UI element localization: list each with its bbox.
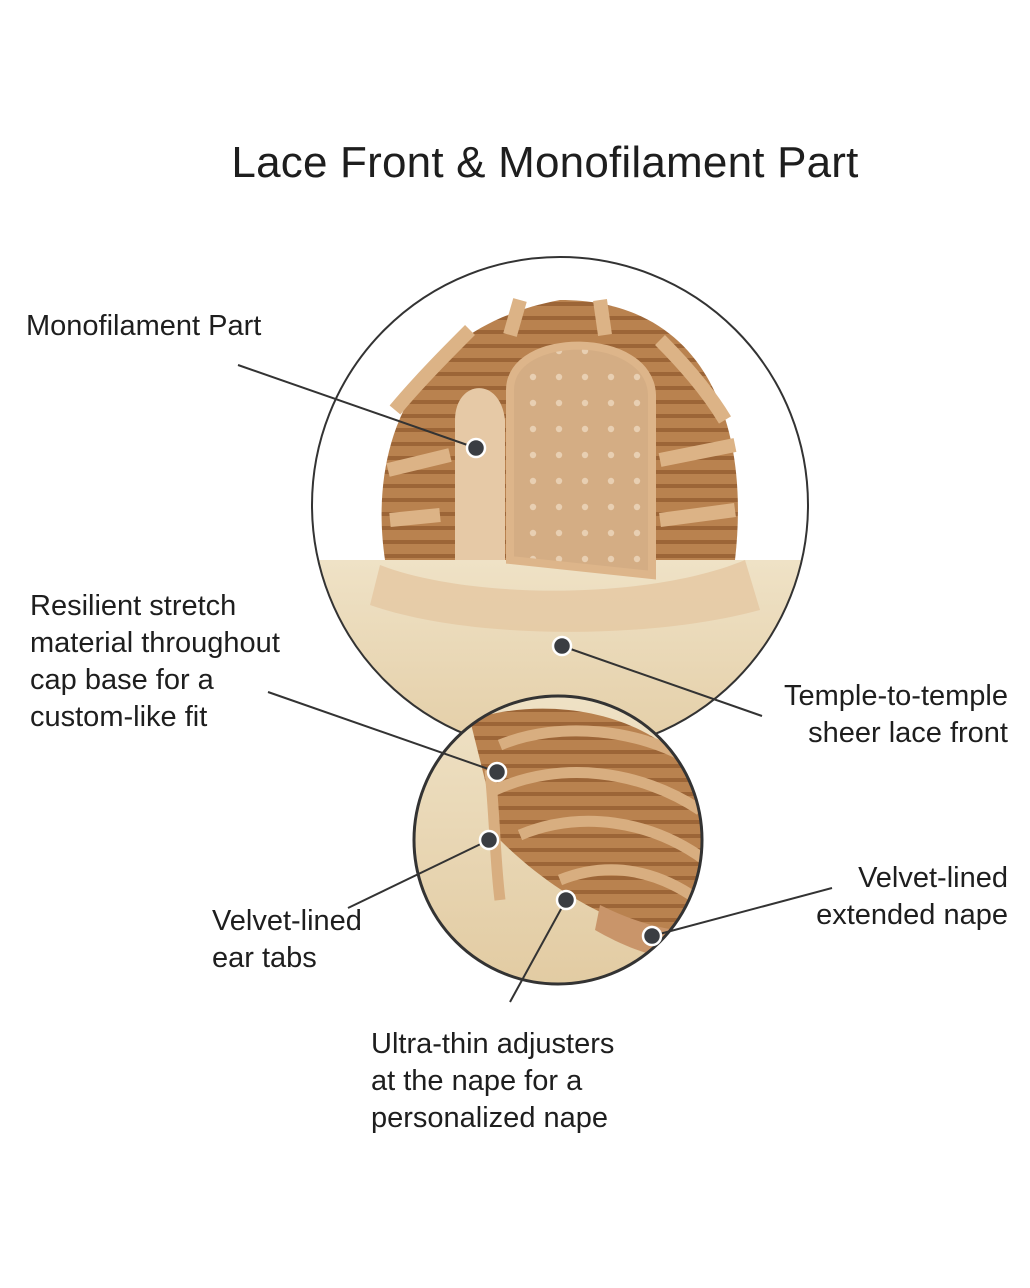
dot-stretch (486, 761, 508, 783)
dot-lace-front (551, 635, 573, 657)
label-ear-tabs: Velvet-lined ear tabs (212, 905, 362, 974)
label-stretch-material: Resilient stretch material throughout ca… (30, 590, 280, 733)
dot-adjusters (555, 889, 577, 911)
diagram-title-text: Lace Front & Monofilament Part (231, 138, 859, 187)
leader-lines (237, 364, 833, 1003)
dot-nape (641, 925, 663, 947)
callout-dots (465, 437, 663, 947)
nape-view-circle (414, 696, 702, 984)
dot-monofilament (465, 437, 487, 459)
label-monofilament-part: Monofilament Part (26, 310, 262, 342)
dot-ear-tabs (478, 829, 500, 851)
label-adjusters: Ultra-thin adjusters at the nape for a p… (371, 1028, 615, 1134)
front-view-circle (312, 257, 808, 753)
label-lace-front: Temple-to-temple sheer lace front (783, 680, 1008, 749)
label-extended-nape: Velvet-lined extended nape (816, 862, 1008, 931)
diagram-title: Lace Front & Monofilament Part (0, 138, 1030, 188)
